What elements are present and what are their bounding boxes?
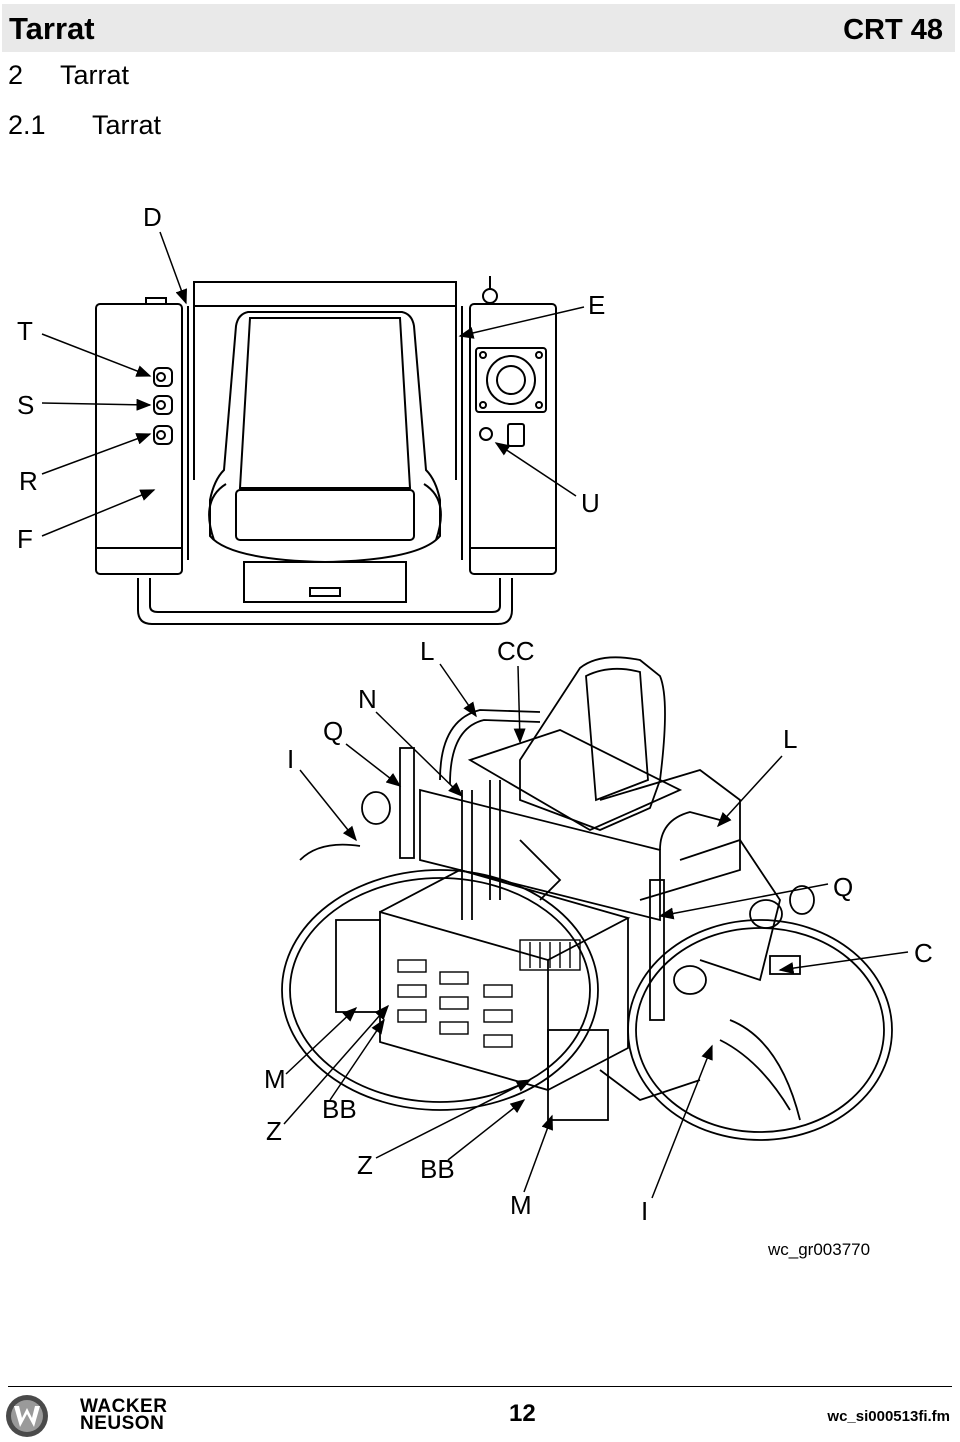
source-filename: wc_si000513fi.fm bbox=[827, 1408, 950, 1425]
callout-label: N bbox=[358, 684, 377, 714]
callout-label: Q bbox=[833, 872, 853, 902]
callout-label: Z bbox=[357, 1150, 373, 1180]
callout-label: R bbox=[19, 466, 38, 496]
top-view-callouts: D T E S R U F bbox=[17, 202, 605, 554]
callout-label: D bbox=[143, 202, 162, 232]
perspective-leader-lines bbox=[283, 663, 909, 1199]
heading-title: Tarrat bbox=[60, 60, 130, 90]
section-title: Tarrat bbox=[9, 11, 95, 46]
wacker-neuson-logo-icon bbox=[6, 1395, 48, 1437]
callout-label: BB bbox=[322, 1094, 357, 1124]
brand-line: NEUSON bbox=[80, 1413, 165, 1434]
callout-label: L bbox=[420, 636, 434, 666]
top-view-leader-lines bbox=[41, 231, 585, 537]
page-number: 12 bbox=[509, 1400, 536, 1427]
heading-level-2: 2.1 Tarrat bbox=[8, 112, 161, 139]
heading-level-1: 2 Tarrat bbox=[8, 62, 129, 89]
callout-label: F bbox=[17, 524, 33, 554]
callout-label: C bbox=[914, 938, 933, 968]
callout-label: Z bbox=[266, 1116, 282, 1146]
heading-number: 2 bbox=[8, 60, 24, 90]
callout-label: CC bbox=[497, 636, 535, 666]
top-view-drawing bbox=[95, 276, 557, 625]
callout-label: E bbox=[588, 290, 605, 320]
footer-divider bbox=[8, 1386, 952, 1387]
heading-number: 2.1 bbox=[8, 110, 46, 140]
page-header: Tarrat CRT 48 bbox=[2, 4, 955, 52]
perspective-callouts: L CC N Q I L Q C M BB Z Z BB M I bbox=[264, 636, 933, 1226]
model-name: CRT 48 bbox=[843, 14, 943, 46]
callout-label: U bbox=[581, 488, 600, 518]
perspective-drawing bbox=[281, 656, 893, 1141]
callout-label: L bbox=[783, 724, 797, 754]
callout-label: I bbox=[287, 744, 294, 774]
callout-label: T bbox=[17, 316, 33, 346]
callout-label: M bbox=[510, 1190, 532, 1220]
callout-label: I bbox=[641, 1196, 648, 1226]
callout-label: Q bbox=[323, 716, 343, 746]
figure-reference: wc_gr003770 bbox=[768, 1240, 871, 1259]
heading-title: Tarrat bbox=[92, 110, 162, 140]
callout-label: M bbox=[264, 1064, 286, 1094]
brand-name: WACKER NEUSON bbox=[80, 1396, 168, 1434]
callout-label: S bbox=[17, 390, 34, 420]
brand-line: WACKER bbox=[80, 1396, 168, 1417]
